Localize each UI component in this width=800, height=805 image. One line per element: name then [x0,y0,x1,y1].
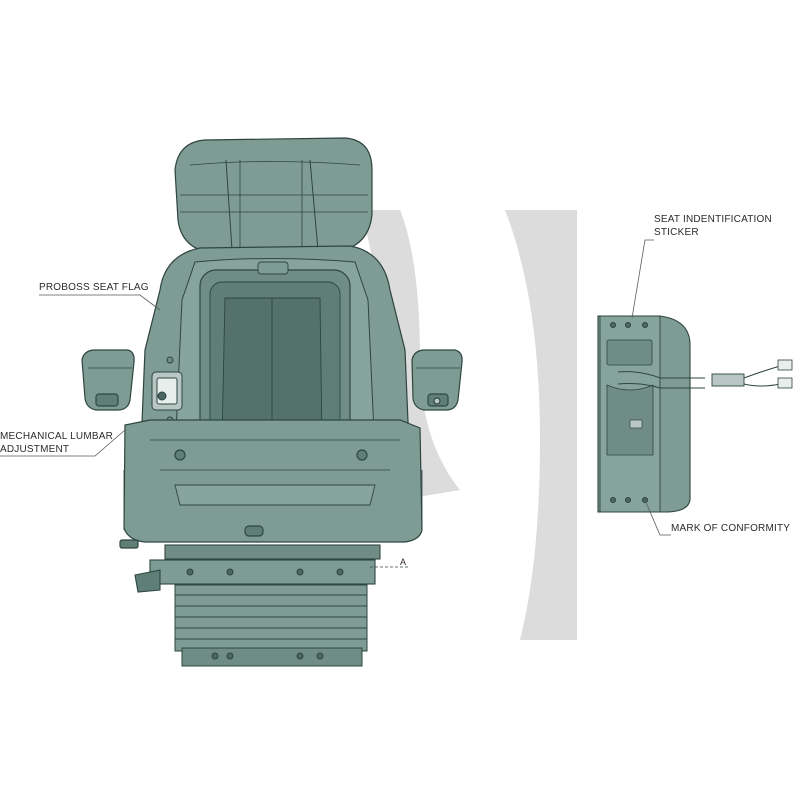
lumbar-callout: MECHANICAL LUMBAR ADJUSTMENT [0,430,113,456]
right-armrest [411,349,463,411]
side-panel [597,315,793,513]
headrest [174,137,373,255]
lumbar-callout-line2: ADJUSTMENT [0,444,70,455]
leader-lumbar [0,429,126,457]
section-marker-a: A [400,556,406,569]
leader-seat-flag [39,294,161,311]
lumbar-callout-line1: MECHANICAL LUMBAR [0,431,114,442]
seat-flag-callout-text: PROBOSS SEAT FLAG [39,282,149,293]
suspension-carriage [134,544,410,593]
sticker-callout-line1: SEAT INDENTIFICATION [654,214,772,225]
leader-sticker [631,239,654,319]
left-armrest [81,349,135,411]
conformity-callout: MARK OF CONFORMITY [671,522,790,535]
seat-flag-badge [151,356,183,424]
bellows [174,584,368,667]
backrest [139,245,411,471]
section-marker-a-text: A [400,557,407,567]
sticker-callout: SEAT INDENTIFICATION STICKER [654,213,772,239]
seat-base-shell [119,419,423,549]
leader-conformity [644,499,671,536]
seat-flag-callout: PROBOSS SEAT FLAG [39,281,149,294]
conformity-callout-text: MARK OF CONFORMITY [671,523,791,534]
sticker-callout-line2: STICKER [654,227,699,238]
leader-lines [0,239,671,536]
